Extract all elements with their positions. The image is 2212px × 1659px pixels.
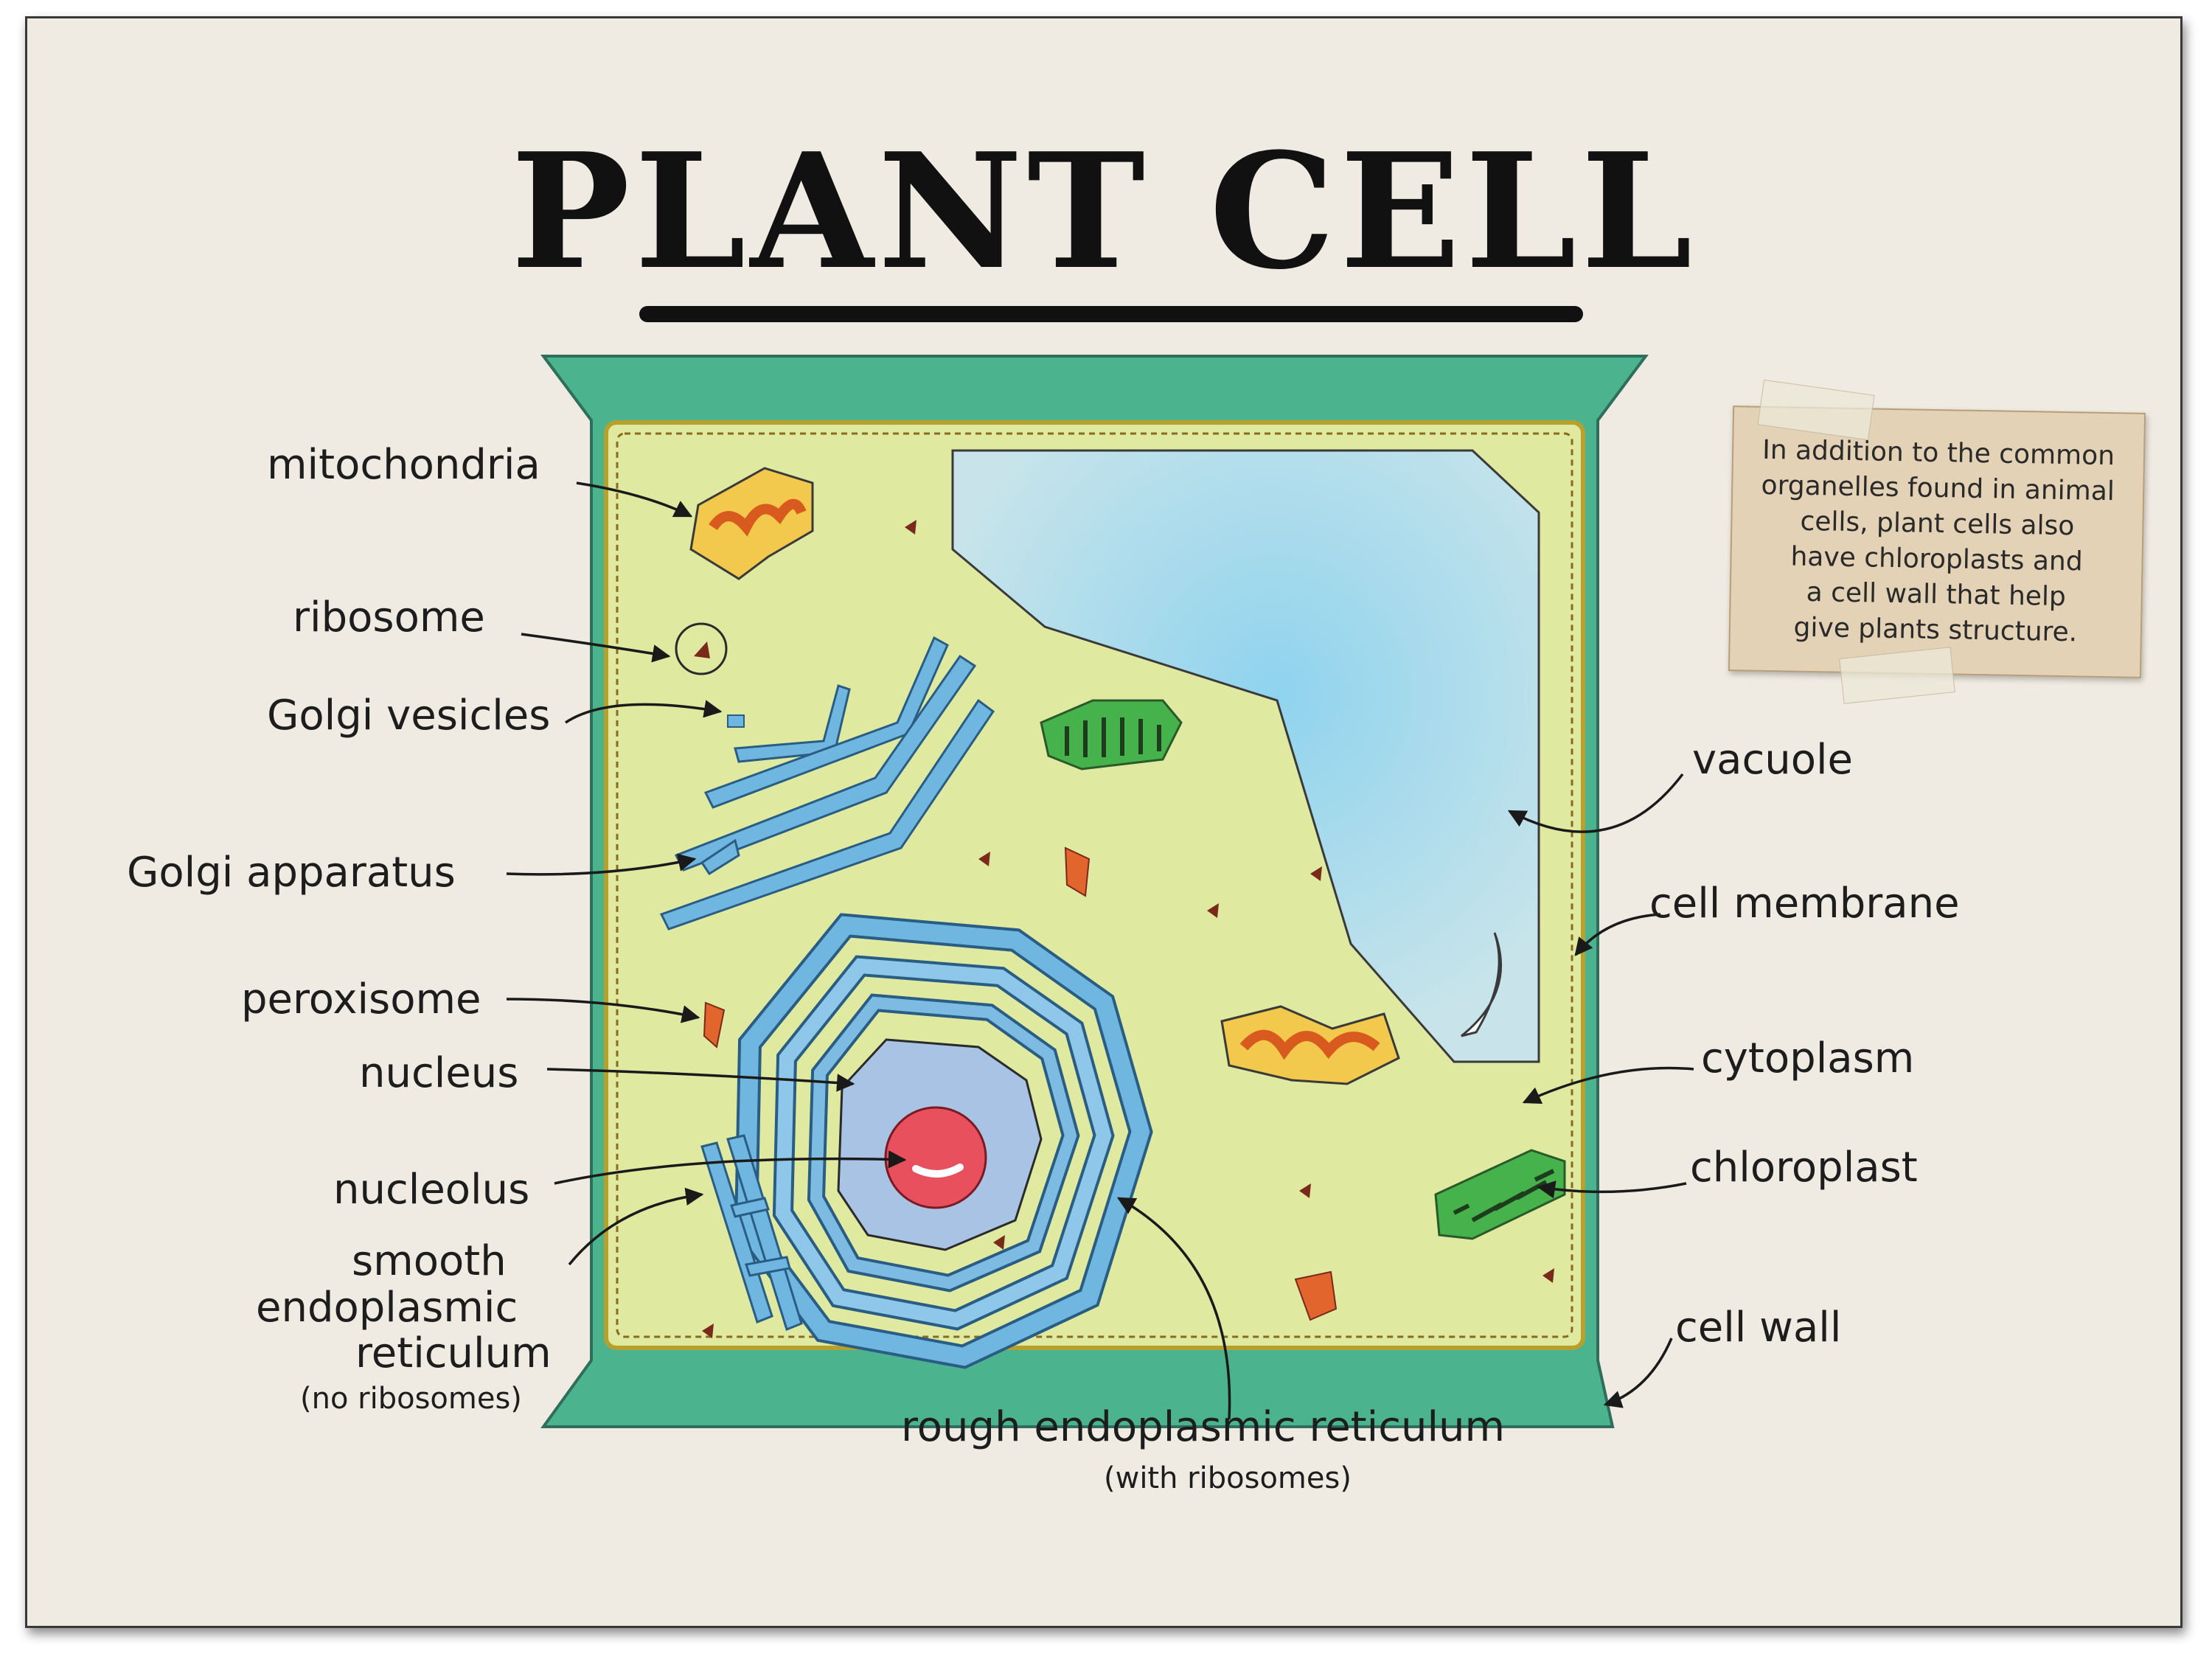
label-vacuole: vacuole <box>1692 736 1854 784</box>
label-peroxisome: peroxisome <box>241 975 481 1023</box>
membrane-crescent <box>1461 932 1503 1037</box>
label-mitochondria: mitochondria <box>267 441 540 489</box>
arrow-chloroplast <box>1537 1180 1687 1199</box>
mitochondria-top <box>689 467 814 580</box>
golgi-apparatus <box>659 636 995 931</box>
arrow-cytoplasm <box>1522 1066 1694 1104</box>
peroxisome-3 <box>1294 1270 1338 1321</box>
plant-cell-diagram <box>506 355 1694 1428</box>
arrow-vacuole <box>1507 773 1684 833</box>
label-cell-membrane: cell membrane <box>1649 880 1960 928</box>
arrow-cell-wall <box>1603 1338 1673 1408</box>
arrow-golgi-apparatus <box>506 853 697 876</box>
nucleolus-highlight <box>912 1164 964 1178</box>
label-cytoplasm: cytoplasm <box>1701 1034 1915 1082</box>
cell-membrane <box>616 432 1573 1338</box>
arrow-rough-er <box>1116 1197 1231 1420</box>
leader-lines <box>506 481 1694 1420</box>
ribosomes-scattered <box>702 520 1554 1338</box>
arrow-golgi-vesicles <box>565 700 723 724</box>
label-golgi-vesicles: Golgi vesicles <box>267 692 551 740</box>
page-title: PLANT CELL <box>510 118 1697 305</box>
note-line-6: give plants structure. <box>1793 612 2078 648</box>
chloroplast-right <box>1434 1149 1566 1240</box>
arrow-smooth-er <box>568 1187 704 1266</box>
label-rough-er-note: (with ribosomes) <box>1104 1461 1352 1495</box>
arrow-peroxisome <box>506 998 700 1023</box>
label-ribosome: ribosome <box>293 594 485 641</box>
nucleolus <box>884 1106 987 1209</box>
label-chloroplast: chloroplast <box>1690 1144 1918 1192</box>
label-smooth-er-line2: endoplasmic <box>256 1284 518 1332</box>
label-cell-wall: cell wall <box>1675 1304 1842 1352</box>
rough-er <box>734 913 1153 1369</box>
label-smooth-er-line3: reticulum <box>355 1329 552 1377</box>
label-smooth-er-line1: smooth <box>352 1237 507 1285</box>
label-rough-er: rough endoplasmic reticulum <box>901 1403 1506 1451</box>
peroxisome-2 <box>1064 846 1091 897</box>
label-golgi-apparatus: Golgi apparatus <box>127 849 456 897</box>
golgi-vesicle <box>727 714 745 728</box>
title-underline <box>639 306 1583 322</box>
ribosome-circle <box>675 622 728 675</box>
info-note: In addition to the common organelles fou… <box>1728 406 2146 678</box>
chloroplast-top <box>1040 699 1183 771</box>
arrow-nucleolus <box>554 1150 907 1185</box>
poster: PLANT CELL <box>25 16 2183 1628</box>
note-line-4: have chloroplasts and <box>1790 541 2083 577</box>
smooth-er <box>700 1134 803 1331</box>
note-line-2: organelles found in animal <box>1761 470 2115 507</box>
arrow-mitochondria <box>576 481 693 518</box>
peroxisome <box>703 1001 726 1048</box>
vacuole <box>951 449 1540 1063</box>
arrow-cell-membrane <box>1574 913 1661 956</box>
label-smooth-er-note: (no ribosomes) <box>300 1382 522 1416</box>
label-nucleolus: nucleolus <box>333 1166 530 1214</box>
arrow-ribosome <box>521 633 671 663</box>
arrow-nucleus <box>546 1068 855 1092</box>
mitochondria-right <box>1220 1005 1400 1085</box>
ribosome <box>694 641 710 658</box>
label-nucleus: nucleus <box>359 1049 519 1097</box>
